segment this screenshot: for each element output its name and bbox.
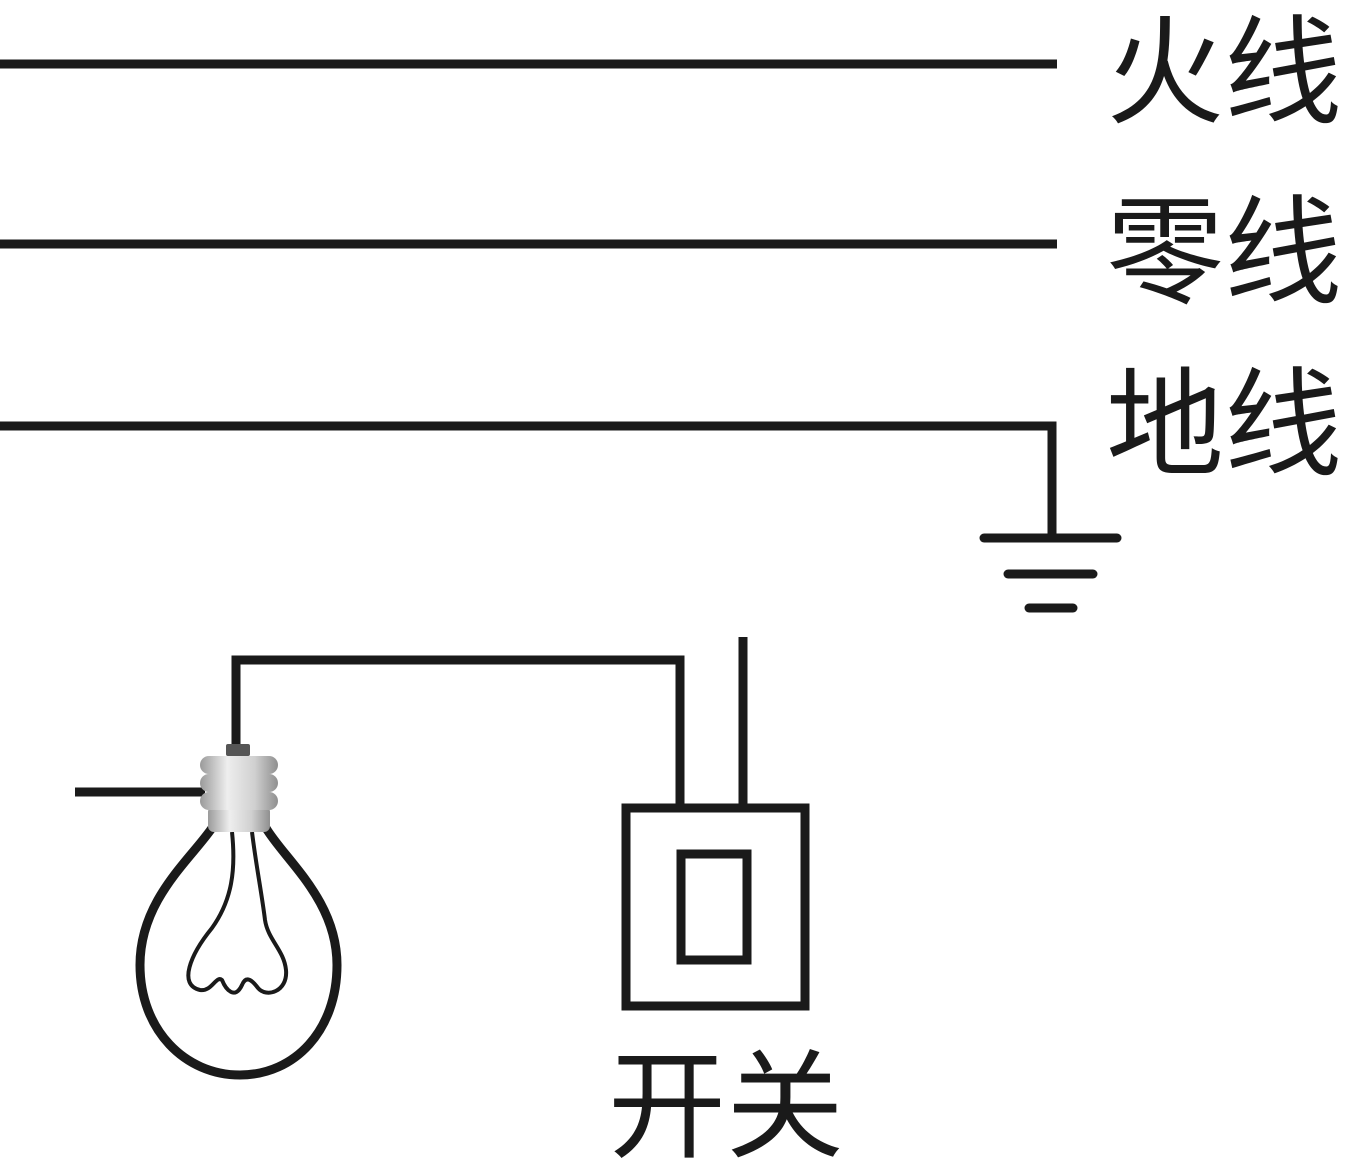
bulb-base-ring-2 [200,774,278,792]
ground-wire-label: 地线 [1106,356,1342,494]
bulb-switch-wire [231,655,685,808]
wall-switch-icon [621,803,810,1011]
bulb-filament [186,831,289,995]
light-bulb-icon [135,744,342,1080]
bulb-base-ring-3 [200,792,278,810]
ground-symbol-icon [979,533,1122,613]
neutral-wire-label: 零线 [1106,184,1342,322]
bulb-glass [135,825,342,1080]
bulb-base-ring-1 [200,756,278,774]
live-wire-label: 火线 [1106,4,1342,142]
switch-rocker [676,849,752,965]
bulb-contact-tip [226,744,250,756]
ground-wire [0,421,1057,538]
switch-label: 开关 [608,1038,844,1168]
bulb-base-lower [208,806,270,832]
